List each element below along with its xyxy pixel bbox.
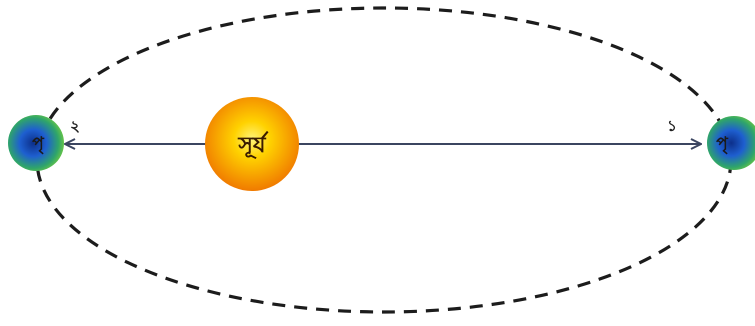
sun: সূর্য [205, 97, 299, 191]
earth-left: পৃ [8, 115, 64, 171]
earth-left-label: পৃ [32, 134, 45, 155]
position-right-label: ১ [667, 117, 677, 135]
sun-label: সূর্য [237, 130, 268, 159]
earth-right-label: পৃ [716, 134, 729, 155]
earth-right-globe [707, 116, 755, 170]
position-left-label: ২ [70, 117, 80, 135]
orbit-path [37, 8, 731, 312]
earth-right: পৃ [707, 116, 755, 170]
